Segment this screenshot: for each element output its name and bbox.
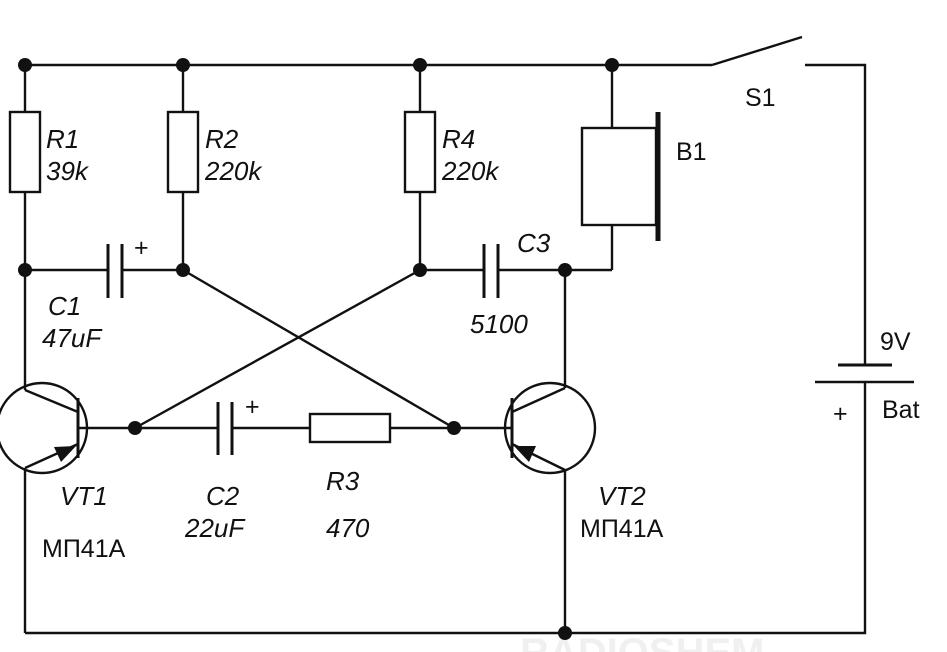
vt1-ref-label: VT1 [60, 481, 108, 511]
vt1-transistor [0, 381, 89, 475]
r4-ref-label: R4 [442, 124, 475, 154]
watermark: RADIOSHEM [520, 631, 764, 652]
r3-value-label: 470 [326, 513, 370, 543]
junction-node [176, 263, 190, 277]
vt2-ref-label: VT2 [598, 481, 646, 511]
battery-polarity-label: + [833, 400, 848, 428]
c1-ref-label: C1 [48, 291, 81, 321]
r2-value-label: 220k [204, 156, 263, 186]
cross-wire-a [182, 268, 455, 430]
c1-value-label: 47uF [42, 323, 103, 353]
vt2-emitter-arrow-icon [514, 446, 536, 462]
c2-ref-label: C2 [206, 481, 240, 511]
vt1-emitter-arrow-icon [54, 446, 76, 462]
c3-capacitor [482, 244, 500, 298]
r1-ref-label: R1 [46, 124, 79, 154]
junction-node [605, 58, 619, 72]
r2-ref-label: R2 [205, 124, 239, 154]
junction-node [558, 626, 572, 640]
battery-voltage-label: 9V [880, 328, 911, 356]
junction-node [128, 421, 142, 435]
c1-capacitor [106, 244, 124, 298]
r2-resistor [166, 110, 200, 194]
c2-capacitor [216, 402, 234, 455]
junction-node [413, 263, 427, 277]
vt1-part-label: МП41А [42, 535, 126, 563]
c1-polarity-label: + [134, 234, 149, 262]
right-rail-wire [805, 63, 867, 348]
r4-value-label: 220k [441, 156, 500, 186]
junction-node [18, 58, 32, 72]
r1-resistor [8, 110, 42, 194]
r3-resistor [308, 412, 392, 444]
r3-ref-label: R3 [326, 466, 360, 496]
vt2-transistor [503, 381, 597, 475]
junction-node [18, 263, 32, 277]
b1-speaker [580, 112, 661, 241]
battery-ref-label: Bat [882, 396, 920, 424]
s1-ref-label: S1 [745, 84, 776, 112]
battery [815, 348, 914, 384]
wires [23, 63, 867, 635]
battery-bottom-wire [25, 382, 867, 635]
junction-node [413, 58, 427, 72]
vt2-part-label: МП41А [580, 515, 664, 543]
r4-resistor [403, 110, 437, 194]
junction-node [558, 263, 572, 277]
c2-polarity-label: + [245, 393, 260, 421]
cross-wire-b [134, 268, 421, 430]
junction-node [176, 58, 190, 72]
s1-switch [711, 35, 803, 67]
b1-ref-label: B1 [676, 138, 707, 166]
r1-value-label: 39k [46, 156, 90, 186]
c3-ref-label: C3 [517, 228, 551, 258]
junction-node [447, 421, 461, 435]
c2-value-label: 22uF [184, 513, 246, 543]
junction-nodes [18, 58, 619, 640]
c3-value-label: 5100 [470, 309, 528, 339]
